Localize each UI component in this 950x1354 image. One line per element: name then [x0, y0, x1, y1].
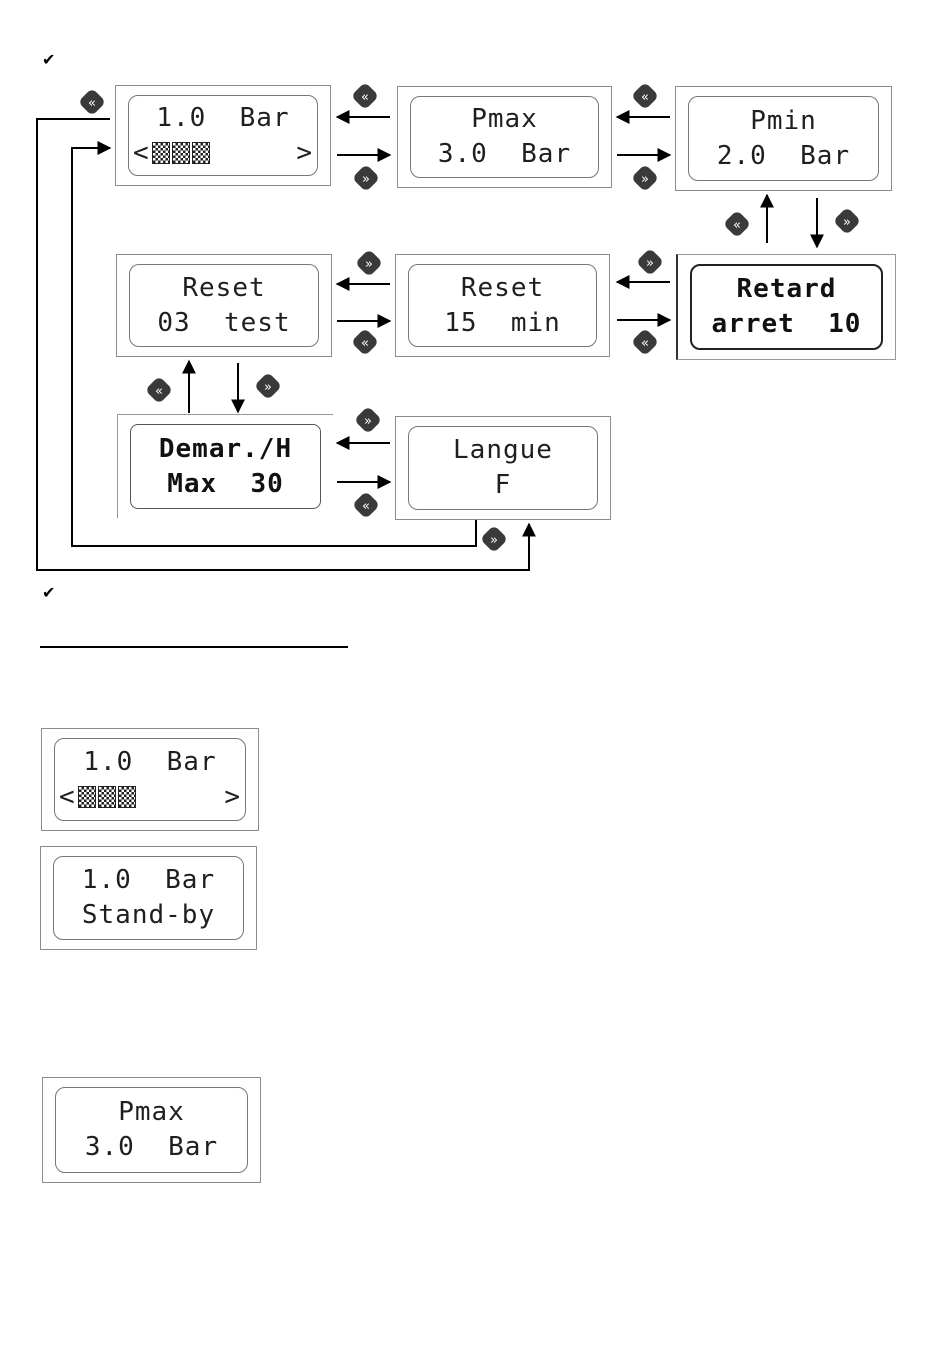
section-underline	[40, 646, 348, 648]
block-icon	[152, 142, 170, 164]
cursor-left-glyph: <	[59, 780, 76, 815]
block-icon	[192, 142, 210, 164]
progress-blocks	[152, 142, 297, 164]
lcd-line: 3.0 Bar	[85, 1130, 218, 1165]
cursor-right-glyph: >	[224, 780, 241, 815]
lcd-reset-03: Reset 03 test	[116, 254, 332, 357]
lcd-line: Langue	[453, 433, 553, 468]
lcd-langue: Langue F	[395, 416, 611, 520]
lcd-line: Demar./H	[159, 432, 292, 467]
lcd-retard: Retard arret 10	[676, 254, 896, 360]
lcd-line: 3.0 Bar	[438, 137, 571, 172]
lcd-line: Stand-by	[82, 898, 215, 933]
lcd-line: Reset	[461, 271, 544, 306]
lcd-home: 1.0 Bar < >	[115, 85, 331, 186]
block-icon	[172, 142, 190, 164]
lcd-line: Pmax	[118, 1095, 185, 1130]
lcd-line: 2.0 Bar	[717, 139, 850, 174]
lcd-cursor-line: < >	[129, 136, 317, 171]
lcd-pmax: Pmax 3.0 Bar	[397, 86, 612, 188]
lcd-example-pmax: Pmax 3.0 Bar	[42, 1077, 261, 1183]
lcd-line: 03 test	[157, 306, 290, 341]
lcd-line: 1.0 Bar	[83, 745, 216, 780]
check-icon: ✔	[42, 583, 55, 602]
lcd-line: Pmax	[471, 102, 538, 137]
lcd-line: 1.0 Bar	[82, 863, 215, 898]
check-icon: ✔	[42, 50, 55, 69]
lcd-line: F	[495, 468, 512, 503]
lcd-line: Reset	[182, 271, 265, 306]
lcd-line: arret 10	[712, 307, 862, 342]
block-icon	[78, 786, 96, 808]
lcd-line: Retard	[737, 272, 837, 307]
lcd-line: Max 30	[167, 467, 284, 502]
lcd-cursor-line: < >	[55, 780, 245, 815]
lcd-demar: Demar./H Max 30	[117, 414, 333, 518]
lcd-line: Pmin	[750, 104, 817, 139]
block-icon	[98, 786, 116, 808]
cursor-right-glyph: >	[296, 136, 313, 171]
cursor-left-glyph: <	[133, 136, 150, 171]
lcd-example-home: 1.0 Bar < >	[41, 728, 259, 831]
lcd-line: 15 min	[444, 306, 561, 341]
lcd-pmin: Pmin 2.0 Bar	[675, 86, 892, 191]
lcd-example-standby: 1.0 Bar Stand-by	[40, 846, 257, 950]
lcd-reset-15: Reset 15 min	[395, 254, 610, 357]
progress-blocks	[78, 786, 225, 808]
block-icon	[118, 786, 136, 808]
lcd-line: 1.0 Bar	[156, 101, 289, 136]
